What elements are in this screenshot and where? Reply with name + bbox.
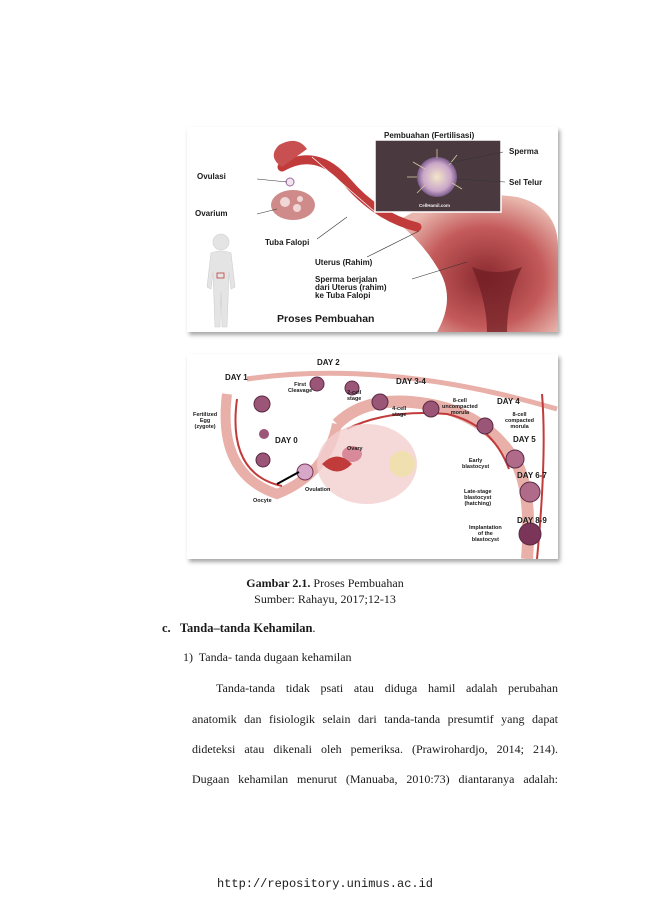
- caption-title: Proses Pembuahan: [313, 576, 404, 590]
- label-ovary: Ovarium: [195, 209, 228, 218]
- figure-title: Proses Pembuahan: [277, 313, 375, 325]
- label-day-6-7: DAY 6-7: [517, 471, 547, 480]
- fertilization-illustration: [206, 139, 558, 332]
- label-egg-cell: Sel Telur: [509, 178, 543, 187]
- label-day-2: DAY 2: [317, 358, 340, 367]
- subsection-heading: 1) Tanda- tanda dugaan kehamilan: [183, 650, 352, 665]
- paragraph-line-4: Dugaan kehamilan menurut (Manuaba, 2010:…: [192, 772, 558, 786]
- embryo-development-figure: DAY 1 DAY 2 DAY 3-4 DAY 4 DAY 5 DAY 6-7 …: [187, 354, 558, 559]
- label-sperm-travel-3: ke Tuba Falopi: [315, 291, 371, 300]
- label-day-4: DAY 4: [497, 397, 520, 406]
- footer-url[interactable]: http://repository.unimus.ac.id: [216, 877, 434, 891]
- label-day-0: DAY 0: [275, 436, 298, 445]
- label-fallopian-tube: Tuba Falopi: [265, 238, 310, 247]
- fertilization-figure: Pembuahan (Fertilisasi) Sperma Sel Telur…: [187, 127, 558, 332]
- label-sperm-travel-1: Sperma berjalan: [315, 275, 378, 284]
- subsection-marker: 1): [183, 650, 193, 664]
- caption-label: Gambar 2.1.: [246, 576, 311, 590]
- label-uterus: Uterus (Rahim): [315, 258, 373, 267]
- label-ovulation: Ovulation: [305, 487, 331, 493]
- label-oocyte: Oocyte: [253, 498, 272, 504]
- section-title: Tanda–tanda Kehamilan: [179, 621, 313, 635]
- label-fertilization: Pembuahan (Fertilisasi): [384, 131, 475, 140]
- label-day-1: DAY 1: [225, 373, 248, 382]
- label-ovulation: Ovulasi: [197, 172, 226, 181]
- label-ovary: Ovary: [347, 446, 363, 452]
- paragraph-line-3: dideteksi atau dikenali oleh pemeriksa. …: [192, 742, 558, 756]
- paragraph-line-2: anatomik dan fisiologik selain dari tand…: [192, 712, 558, 726]
- label-sperm: Sperma: [509, 147, 539, 156]
- section-heading: c. Tanda–tanda Kehamilan.: [162, 621, 316, 635]
- label-day-8-9: DAY 8-9: [517, 516, 547, 525]
- label-day-3-4: DAY 3-4: [396, 377, 426, 386]
- paragraph-line-1: Tanda-tanda tidak psati atau diduga hami…: [216, 681, 558, 695]
- figure-source: Sumber: Rahayu, 2017;12-13: [254, 592, 396, 606]
- image-credit: CellHamil.com: [419, 203, 451, 208]
- subsection-title: Tanda- tanda dugaan kehamilan: [198, 650, 352, 664]
- figure-caption: Gambar 2.1. Proses Pembuahan: [0, 576, 650, 591]
- label-sperm-travel-2: dari Uterus (rahim): [315, 283, 387, 292]
- embryo-development-illustration: [220, 370, 558, 559]
- section-marker: c.: [162, 621, 171, 635]
- label-day-5: DAY 5: [513, 435, 536, 444]
